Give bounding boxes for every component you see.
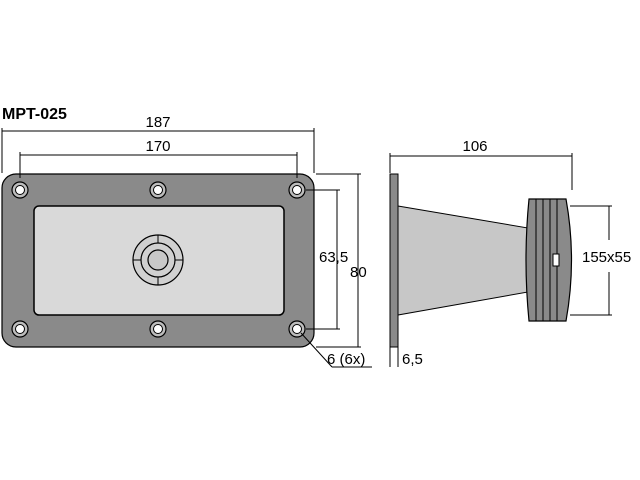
flange (389, 173, 399, 348)
mounting-hole (149, 181, 167, 199)
mounting-hole (288, 181, 306, 199)
model-title: MPT-025 (2, 106, 67, 123)
dimension-flange-thickness: 6,5 (402, 351, 423, 368)
dimension-lines-side (389, 153, 612, 367)
front-view (1, 173, 315, 348)
driver-housing (525, 198, 573, 322)
horn-body (397, 205, 529, 316)
dimension-overall-height: 80 (350, 264, 367, 281)
mounting-hole (11, 181, 29, 199)
dimension-overall-width: 187 (145, 114, 170, 131)
side-view (389, 173, 573, 348)
dimension-depth: 106 (462, 138, 487, 155)
dimension-lines-front (1, 128, 372, 368)
dimension-hole-spacing-width: 170 (145, 138, 170, 155)
mounting-hole (288, 320, 306, 338)
mounting-hole (11, 320, 29, 338)
phase-plug (132, 234, 184, 286)
terminal (552, 253, 560, 267)
dimension-hole-spacing-height: 63,5 (319, 249, 348, 266)
dimension-horn-size: 155x55 (582, 249, 631, 266)
dimension-hole-diameter: 6 (6x) (327, 351, 365, 368)
mounting-hole (149, 320, 167, 338)
